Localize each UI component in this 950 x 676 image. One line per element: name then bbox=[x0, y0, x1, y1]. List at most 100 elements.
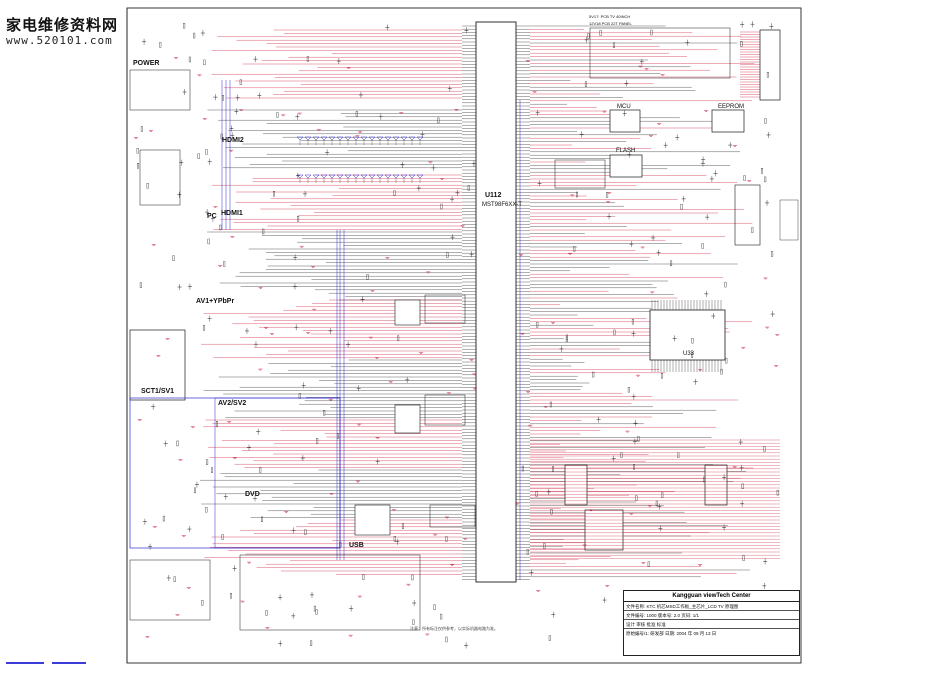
resistor bbox=[521, 465, 524, 472]
resistor bbox=[536, 322, 539, 328]
resistor bbox=[743, 175, 746, 181]
footer-note: 注意：所有标注仅供参考，以实际机器电路为准。 bbox=[410, 626, 498, 631]
resistor bbox=[751, 227, 754, 233]
label-av2: AV2/SV2 bbox=[218, 400, 247, 407]
label-dvd: DVD bbox=[245, 491, 260, 498]
ic-switch-2 bbox=[394, 404, 421, 434]
diode bbox=[352, 136, 360, 141]
resistor bbox=[587, 33, 590, 39]
diode bbox=[336, 174, 344, 179]
resistor bbox=[742, 555, 745, 561]
title-block-company: Kangguan viewTech Center bbox=[624, 591, 799, 602]
resistor bbox=[211, 467, 213, 473]
resistor bbox=[740, 41, 743, 47]
resistor bbox=[272, 191, 275, 197]
resistor bbox=[337, 433, 339, 439]
resistor bbox=[412, 619, 415, 625]
diode bbox=[392, 136, 400, 141]
conn-right-1 bbox=[734, 184, 761, 246]
title-block-row-2: 文件编号: 1000 版本号: 2.0 页码: 1/1 bbox=[624, 611, 799, 620]
diode bbox=[384, 174, 392, 179]
label-eeprom: EEPROM bbox=[718, 104, 745, 110]
diode bbox=[376, 174, 384, 179]
resistor bbox=[606, 192, 609, 198]
resistor bbox=[445, 636, 448, 643]
ic-flash bbox=[609, 154, 643, 178]
block-av2-inner bbox=[214, 397, 341, 549]
resistor bbox=[188, 56, 191, 63]
resistor bbox=[362, 574, 365, 580]
resistor bbox=[221, 534, 224, 540]
resistor bbox=[140, 126, 143, 132]
resistor bbox=[139, 282, 142, 288]
resistor bbox=[680, 203, 683, 210]
label-u112: U112 bbox=[485, 192, 502, 199]
resistor bbox=[776, 489, 779, 496]
resistor bbox=[393, 190, 396, 196]
diode bbox=[328, 136, 336, 141]
resistor bbox=[202, 325, 205, 331]
resistor bbox=[535, 491, 538, 497]
resistor bbox=[703, 476, 706, 483]
panel-note-1: 5V17: PCB TV 40INCH bbox=[589, 14, 631, 19]
resistor bbox=[552, 466, 554, 472]
diode bbox=[360, 136, 368, 141]
resistor bbox=[366, 274, 369, 280]
label-pc: PC bbox=[207, 213, 217, 220]
ic-buffer-1 bbox=[564, 464, 588, 506]
resistor bbox=[259, 467, 262, 473]
resistor bbox=[206, 459, 209, 465]
block-power bbox=[129, 69, 191, 111]
resistor bbox=[176, 440, 179, 447]
resistor bbox=[297, 216, 300, 222]
ic-mcu bbox=[609, 109, 641, 133]
label-u33: U33 bbox=[683, 351, 695, 357]
watermark-site-name: 家电维修资料网 bbox=[6, 16, 119, 34]
resistor bbox=[573, 246, 576, 252]
ic-ddr bbox=[584, 509, 624, 551]
resistor bbox=[550, 509, 553, 515]
resistor bbox=[136, 148, 139, 154]
diode bbox=[312, 136, 320, 141]
resistor bbox=[766, 72, 769, 78]
resistor bbox=[761, 168, 764, 174]
ic-flash-aux bbox=[554, 159, 606, 189]
resistor bbox=[222, 95, 224, 101]
resistor bbox=[467, 185, 470, 191]
diode bbox=[416, 174, 424, 179]
label-u112-part: MST98F6XX-T bbox=[482, 202, 523, 208]
resistor bbox=[316, 438, 319, 444]
resistor bbox=[720, 368, 723, 375]
label-usb: USB bbox=[349, 542, 364, 549]
resistor bbox=[203, 59, 206, 66]
diode bbox=[336, 136, 344, 141]
resistor bbox=[565, 336, 568, 343]
resistor bbox=[691, 338, 694, 344]
ic-switch-1 bbox=[394, 299, 421, 326]
resistor bbox=[223, 261, 226, 267]
title-block-row-1: 文件名称: KTC 机芯MSD工作板_主芯片_LCD TV 原理图 bbox=[624, 602, 799, 611]
resistor bbox=[440, 203, 443, 210]
resistor bbox=[764, 176, 767, 183]
resistor bbox=[197, 153, 200, 159]
diode bbox=[320, 174, 328, 179]
diode bbox=[312, 174, 320, 179]
resistor bbox=[549, 401, 552, 408]
conn-ir-key bbox=[779, 199, 799, 241]
diode bbox=[360, 174, 368, 179]
resistor bbox=[437, 117, 440, 124]
diode bbox=[296, 136, 304, 141]
resistor bbox=[276, 112, 279, 118]
resistor bbox=[162, 515, 165, 522]
diode bbox=[304, 174, 312, 179]
resistor bbox=[526, 549, 529, 555]
resistor bbox=[632, 464, 635, 470]
conn-panel bbox=[759, 29, 781, 101]
block-scart-conn bbox=[129, 329, 186, 401]
resistor bbox=[627, 386, 630, 393]
diode bbox=[368, 174, 376, 179]
resistor bbox=[265, 610, 268, 616]
resistor bbox=[764, 118, 767, 124]
